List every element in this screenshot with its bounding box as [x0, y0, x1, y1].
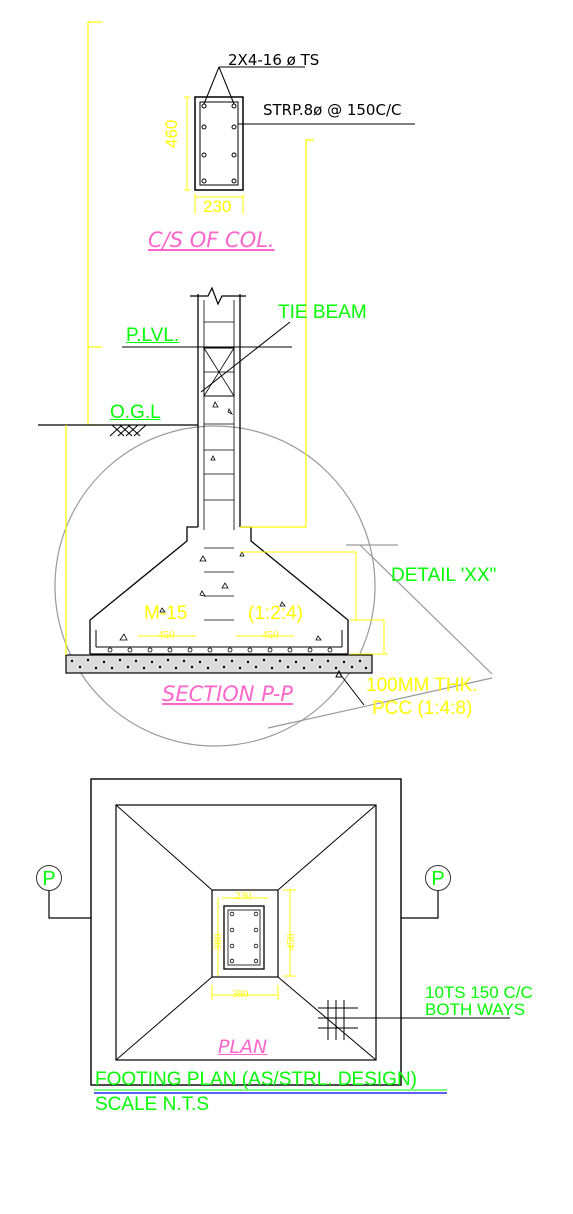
ties — [204, 321, 234, 621]
detail-label: DETAIL 'XX" — [391, 565, 497, 586]
column-outline — [194, 96, 244, 191]
pcc-bed — [65, 654, 373, 674]
plan-title: PLAN — [218, 1036, 268, 1058]
section-marker-left: P — [36, 865, 62, 891]
pedestal-bottom-dim: 380 — [232, 988, 249, 1000]
pedestal-height-dim: 450 — [285, 933, 297, 951]
column-width-dim: 230 — [203, 197, 232, 216]
bottom-bars — [107, 647, 333, 653]
column-height-dim: 460 — [162, 119, 181, 148]
detail-circle — [54, 425, 376, 747]
projection-dim-right: 450 — [262, 629, 279, 641]
footing-plan — [48, 778, 510, 1086]
plan-rebars — [229, 911, 259, 964]
footing-outline — [90, 778, 402, 1086]
ogl-label: O.G.L — [110, 402, 161, 423]
stirrup-spec-label: STRP.8ø @ 150C/C — [263, 101, 402, 119]
plinth-level-label: P.LVL. — [126, 325, 180, 346]
concrete-hatch — [119, 401, 322, 641]
break-line — [190, 286, 246, 306]
tie-beam-label: TIE BEAM — [278, 302, 367, 323]
mesh-symbol — [318, 1000, 510, 1040]
pcc-mix-label: PCC (1:4:8) — [372, 698, 473, 719]
footing-plan-caption: FOOTING PLAN (AS/STRL. DESIGN) — [95, 1069, 417, 1090]
reinforcement-label-1: 10TS 150 C/C — [425, 983, 533, 1002]
concrete-grade-label: M-15 — [144, 603, 188, 624]
section-marker-right: P — [425, 865, 451, 891]
column-section-title: C/S OF COL. — [148, 228, 275, 252]
bar-spec-label: 2X4-16 ø TS — [228, 51, 320, 69]
pcc-thickness-label: 100MM THK. — [366, 675, 478, 696]
footing-section — [38, 139, 493, 747]
stirrup — [199, 101, 239, 186]
reinforcement-label-2: BOTH WAYS — [425, 1000, 526, 1019]
rebars — [201, 103, 237, 184]
column-section — [87, 21, 415, 426]
pedestal-depth-dim: 380 — [212, 933, 224, 951]
section-title: SECTION P-P — [162, 682, 293, 706]
projection-dim-left: 450 — [158, 629, 175, 641]
pedestal-width-dim: 230 — [235, 890, 252, 902]
pcc-aggregate — [70, 658, 368, 670]
ground-hatch — [109, 424, 147, 437]
mix-ratio-label: (1:2:4) — [248, 603, 303, 624]
scale-label: SCALE N.T.S — [95, 1094, 210, 1115]
tie-beam — [203, 347, 235, 397]
pedestal — [211, 889, 279, 978]
